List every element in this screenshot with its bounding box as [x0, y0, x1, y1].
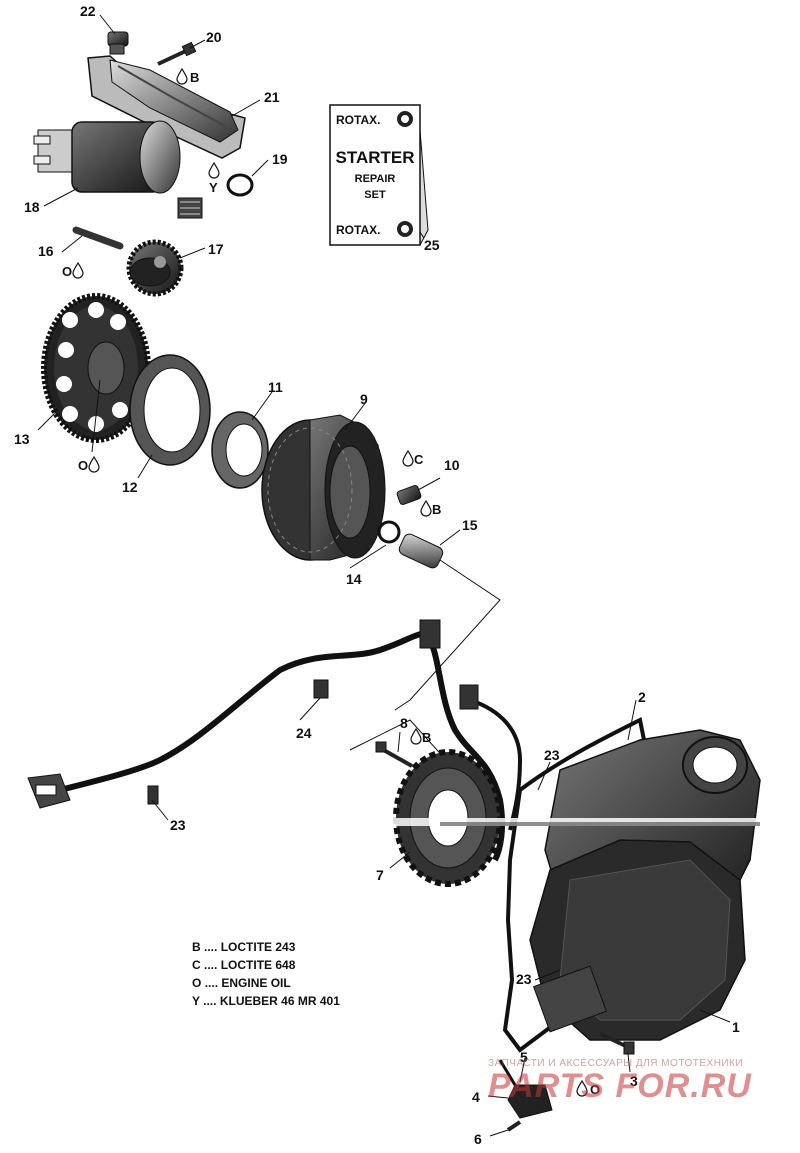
callout-9: 9: [360, 391, 368, 407]
symbol-5: O: [590, 1082, 600, 1097]
card-brand-bottom: ROTAX.: [336, 223, 380, 237]
symbol-10: C: [414, 452, 424, 467]
part-16-pin: [72, 226, 124, 250]
callout-15: 15: [462, 517, 478, 533]
symbol-15: B: [432, 502, 441, 517]
legend-dots: ....: [203, 994, 217, 1008]
legend-dots: ....: [204, 958, 218, 972]
callout-24: 24: [296, 725, 312, 741]
part-2-gasket: [502, 717, 651, 1053]
callout-6: 6: [474, 1131, 482, 1147]
watermark: ЗАПЧАСТИ И АКСЕССУАРЫ ДЛЯ МОТОТЕХНИКИ PA…: [488, 1058, 788, 1106]
assembly-guide-line: [394, 559, 501, 711]
part-10-bolt: [396, 485, 422, 505]
callout-19: 19: [272, 151, 288, 167]
part-1-magneto-cover: [529, 839, 746, 1041]
symbol-13: O: [78, 458, 88, 473]
part-12-thrust-washer: [129, 354, 211, 466]
callout-18: 18: [24, 199, 40, 215]
drop-icon: [72, 262, 84, 279]
legend-code: B: [192, 940, 201, 954]
lubricant-legend: B .... LOCTITE 243 C .... LOCTITE 648 O …: [192, 938, 340, 1010]
callout-10: 10: [444, 457, 460, 473]
callout-14: 14: [346, 571, 362, 587]
callout-16: 16: [38, 243, 54, 259]
callout-17: 17: [208, 241, 224, 257]
drop-icon: [402, 450, 414, 467]
symbol-18: Y: [209, 180, 218, 195]
legend-row: C .... LOCTITE 648: [192, 956, 340, 974]
legend-code: Y: [192, 994, 200, 1008]
card-brand-top: ROTAX.: [336, 113, 380, 127]
legend-row: Y .... KLUEBER 46 MR 401: [192, 992, 340, 1010]
legend-code: C: [192, 958, 201, 972]
callout-11: 11: [268, 379, 283, 395]
callout-23-lower: 23: [516, 971, 532, 987]
part-5-sensor: [498, 1059, 553, 1119]
part-20-bolt: [157, 41, 197, 66]
drop-icon: [208, 162, 220, 179]
watermark-logo-text: PARTS FOR.RU: [488, 1067, 752, 1105]
legend-code: O: [192, 976, 202, 990]
legend-dots: ....: [204, 940, 218, 954]
legend-row: O .... ENGINE OIL: [192, 974, 340, 992]
symbol-20: B: [190, 70, 199, 85]
callout-21: 21: [264, 89, 280, 105]
scan-artifact-band: [440, 822, 760, 826]
callout-5: 5: [520, 1049, 528, 1065]
part-19-o-ring: [226, 173, 254, 197]
repair-set-card: ROTAX. STARTER REPAIR SET ROTAX.: [329, 104, 429, 246]
legend-text: ENGINE OIL: [221, 976, 291, 990]
callout-1: 1: [732, 1019, 740, 1035]
part-13-starter-gear: [41, 293, 151, 443]
callout-2: 2: [638, 689, 646, 705]
callout-25: 25: [424, 237, 440, 253]
callout-23-upper: 23: [544, 747, 560, 763]
callout-23-left: 23: [170, 817, 186, 833]
callout-20: 20: [206, 29, 222, 45]
part-9-magneto-rotor: [261, 414, 386, 561]
callout-labels: 22 20 21 19 18 16 17 25 13 12 11 9 10 15…: [14, 3, 740, 1147]
legend-text: KLUEBER 46 MR 401: [219, 994, 340, 1008]
drop-icon: [88, 456, 100, 473]
card-line-repair: REPAIR: [355, 173, 396, 185]
part-6-screw: [506, 1120, 522, 1132]
symbol-16: O: [62, 264, 72, 279]
part-14-washer: [377, 520, 401, 544]
callout-22: 22: [80, 3, 96, 19]
legend-text: LOCTITE 648: [220, 958, 296, 972]
drop-icon: [176, 68, 188, 85]
part-22-screw: [107, 31, 129, 55]
legend-row: B .... LOCTITE 243: [192, 938, 340, 956]
application-symbols: B Y O O C B B O: [62, 68, 600, 1097]
callout-13: 13: [14, 431, 30, 447]
callout-3: 3: [630, 1073, 638, 1089]
part-15-sleeve: [398, 533, 444, 569]
legend-text: LOCTITE 243: [220, 940, 296, 954]
card-line-set: SET: [364, 189, 386, 201]
part-3-bolt: [599, 1032, 635, 1055]
watermark-tagline: ЗАПЧАСТИ И АКСЕССУАРЫ ДЛЯ МОТОТЕХНИКИ: [488, 1058, 744, 1069]
leader-lines: [37, 14, 731, 1137]
callout-7: 7: [376, 867, 384, 883]
callout-4: 4: [472, 1089, 480, 1105]
legend-dots: ....: [204, 976, 219, 990]
callout-8: 8: [400, 715, 408, 731]
part-21-bracket: [87, 55, 246, 159]
part-11-bearing: [211, 411, 269, 489]
part-17-gear: [126, 239, 184, 297]
callout-12: 12: [122, 479, 138, 495]
card-title: STARTER: [335, 148, 414, 167]
part-18-starter-motor: [33, 120, 203, 219]
symbol-8: B: [422, 730, 431, 745]
drop-icon: [420, 500, 432, 517]
wiring-harness: [27, 619, 523, 862]
part-8-screw: [375, 741, 413, 768]
